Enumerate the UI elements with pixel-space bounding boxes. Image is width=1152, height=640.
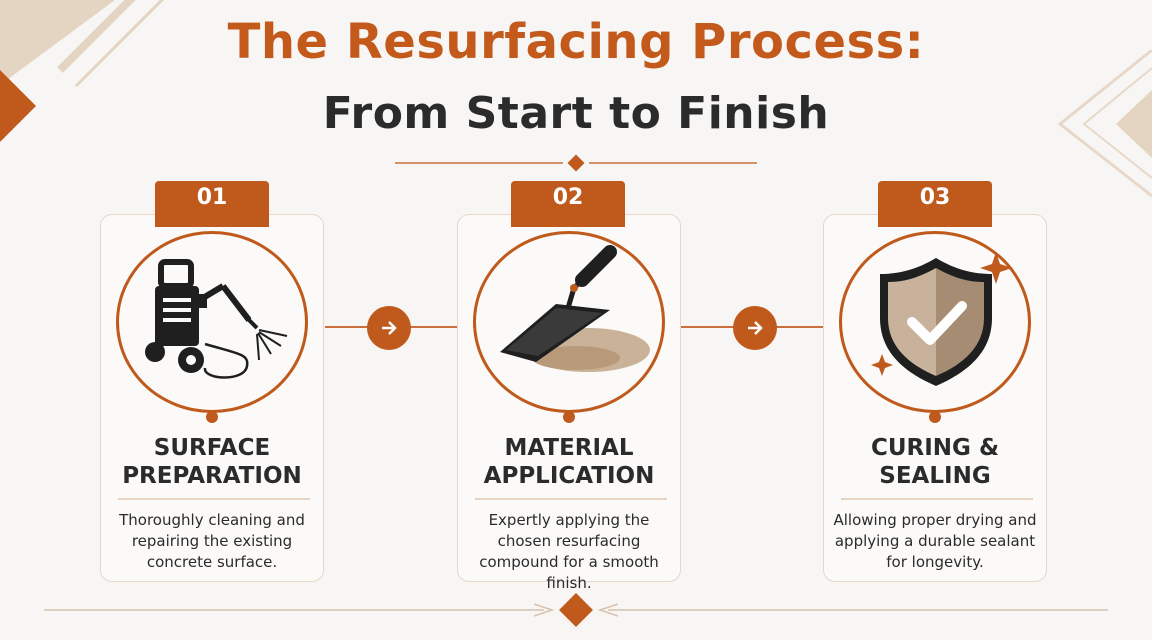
footer-divider <box>44 593 1108 627</box>
step-description: Allowing proper drying and applying a du… <box>833 511 1037 571</box>
step-title: SURFACE PREPARATION <box>122 435 302 489</box>
next-step-arrow-1 <box>367 306 411 350</box>
step-description: Expertly applying the chosen resurfacing… <box>479 511 659 592</box>
step-number-badge: 02 <box>511 181 625 227</box>
step-circle-dot <box>206 411 218 423</box>
page-subtitle: From Start to Finish <box>322 88 830 139</box>
page-title: The Resurfacing Process: <box>227 14 925 70</box>
step-description: Thoroughly cleaning and repairing the ex… <box>119 511 305 571</box>
shield-check-icon <box>871 252 1012 386</box>
step-divider <box>118 498 310 500</box>
step-circle-dot <box>929 411 941 423</box>
top-right-decoration <box>1057 50 1152 198</box>
step-icon-circle <box>473 231 665 413</box>
step-title: MATERIAL APPLICATION <box>483 435 655 489</box>
pressure-washer-icon <box>145 259 288 379</box>
step-circle-dot <box>563 411 575 423</box>
step-icon-circle <box>116 231 308 413</box>
arrow-right-icon <box>382 321 397 335</box>
next-step-arrow-2 <box>733 306 777 350</box>
step-number-badge: 03 <box>878 181 992 227</box>
top-left-decoration <box>0 0 165 142</box>
trowel-icon <box>500 245 650 372</box>
title-divider <box>395 154 757 172</box>
step-number-badge: 01 <box>155 181 269 227</box>
step-title: CURING & SEALING <box>870 435 1000 489</box>
arrow-right-icon <box>748 321 763 335</box>
step-divider <box>475 498 667 500</box>
step-icon-circle <box>839 231 1031 413</box>
step-divider <box>841 498 1033 500</box>
